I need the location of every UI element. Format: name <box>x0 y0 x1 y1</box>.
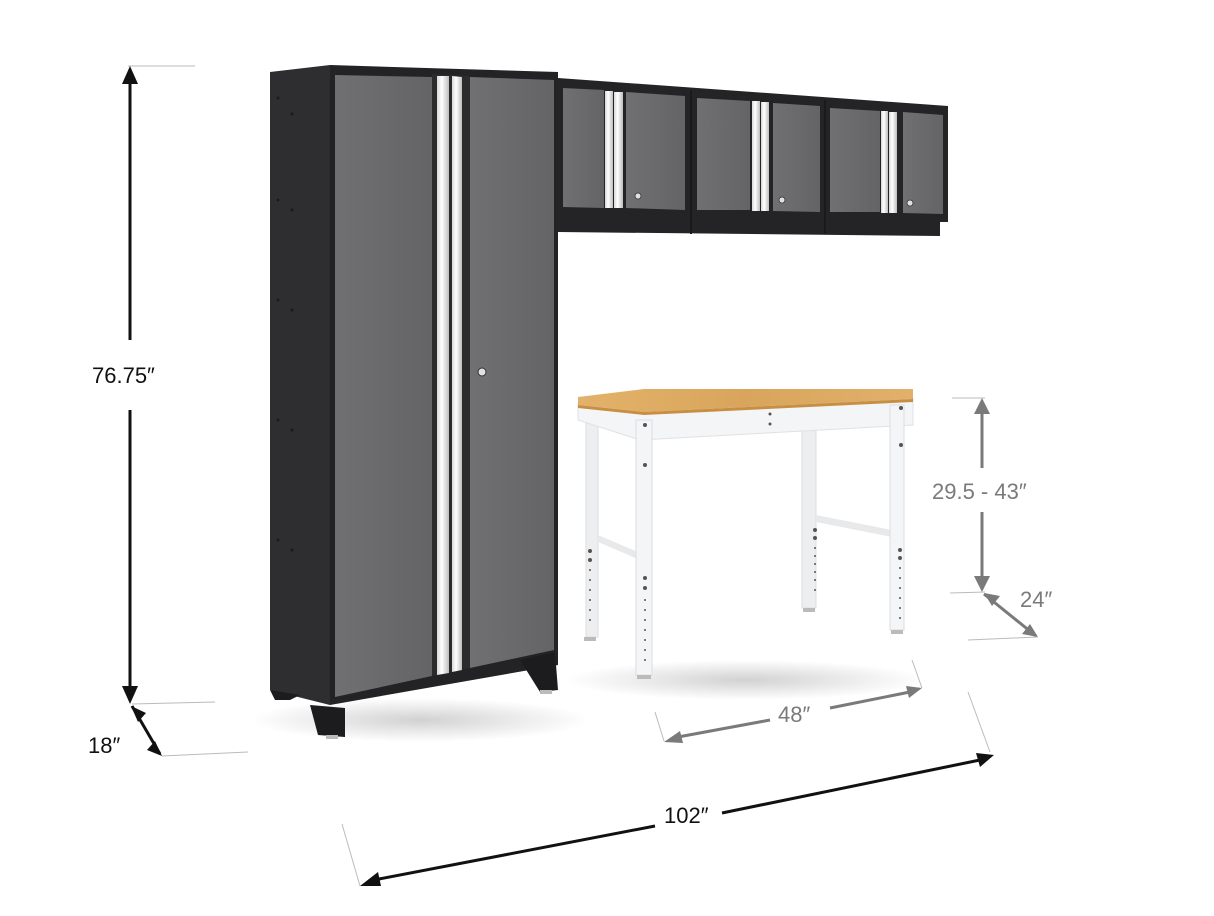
cabinet-height-dimension <box>122 65 216 705</box>
cabinet-depth-label: 18″ <box>88 733 121 758</box>
total-width-dimension <box>341 691 994 887</box>
bench-width-dimension <box>654 659 923 743</box>
total-width-label: 102″ <box>664 803 709 828</box>
workbench <box>565 389 925 700</box>
cabinet-depth-dimension <box>130 705 249 757</box>
cabinet-height-label: 76.75″ <box>88 365 159 387</box>
tall-cabinet <box>250 65 590 742</box>
bench-height-dimension <box>949 397 990 594</box>
bench-depth-label: 24″ <box>1020 587 1053 612</box>
bench-depth-dimension <box>967 592 1039 641</box>
wall-cabinets <box>558 78 948 236</box>
bench-width-label: 48″ <box>778 702 811 727</box>
bench-height-label: 29.5 - 43″ <box>928 481 1031 503</box>
